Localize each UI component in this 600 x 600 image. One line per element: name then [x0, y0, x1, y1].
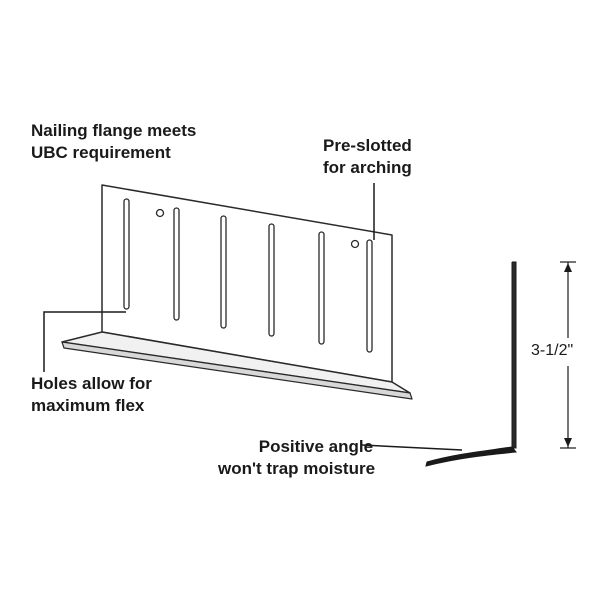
nail-hole [350, 239, 360, 249]
holes-callout: Holes allow for maximum flex [31, 373, 152, 417]
slot [318, 231, 325, 345]
slots [123, 198, 373, 353]
holes-line1: Holes allow for [31, 374, 152, 393]
pre-slotted-line1: Pre-slotted [323, 136, 412, 155]
positive-angle-line2: won't trap moisture [218, 459, 376, 478]
slot [123, 198, 130, 310]
positive-angle-leader [361, 444, 463, 451]
holes-line2: maximum flex [31, 396, 145, 415]
positive-angle-line1: Positive angle [258, 437, 374, 456]
profile-angle [425, 446, 517, 467]
dimension-arrow-down [564, 438, 572, 447]
dimension-arrow-up [564, 263, 572, 272]
slot [220, 215, 227, 329]
slot [366, 239, 373, 353]
nailing-flange-line2: UBC requirement [31, 143, 171, 162]
dimension-height-label: 3-1/2" [531, 342, 574, 359]
profile-vertical [511, 261, 517, 449]
pre-slotted-callout: Pre-slotted for arching [323, 135, 412, 179]
nailing-flange-line1: Nailing flange meets [31, 121, 197, 140]
slot [268, 223, 275, 337]
nail-hole [155, 208, 165, 218]
bottom-lip [61, 341, 413, 400]
holes-leader [43, 311, 126, 372]
nailing-flange-callout: Nailing flange meets UBC requirement [31, 120, 196, 164]
positive-angle-callout: Positive angle won't trap moisture [218, 436, 375, 480]
slot [173, 207, 180, 321]
pre-slotted-line2: for arching [323, 158, 412, 177]
